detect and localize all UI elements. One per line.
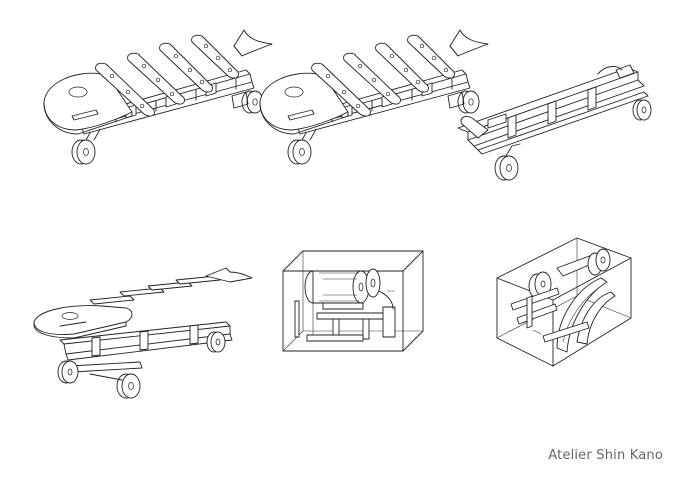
mechanism-box-front [282,250,424,352]
fish-cart-variant [259,29,489,165]
studio-credit: Atelier Shin Kano [548,448,663,463]
chassis-frame [457,64,652,181]
fish-cart-perspective [33,267,253,399]
mechanism-box-angled [496,237,632,367]
fish-cart-assembled [43,29,273,165]
